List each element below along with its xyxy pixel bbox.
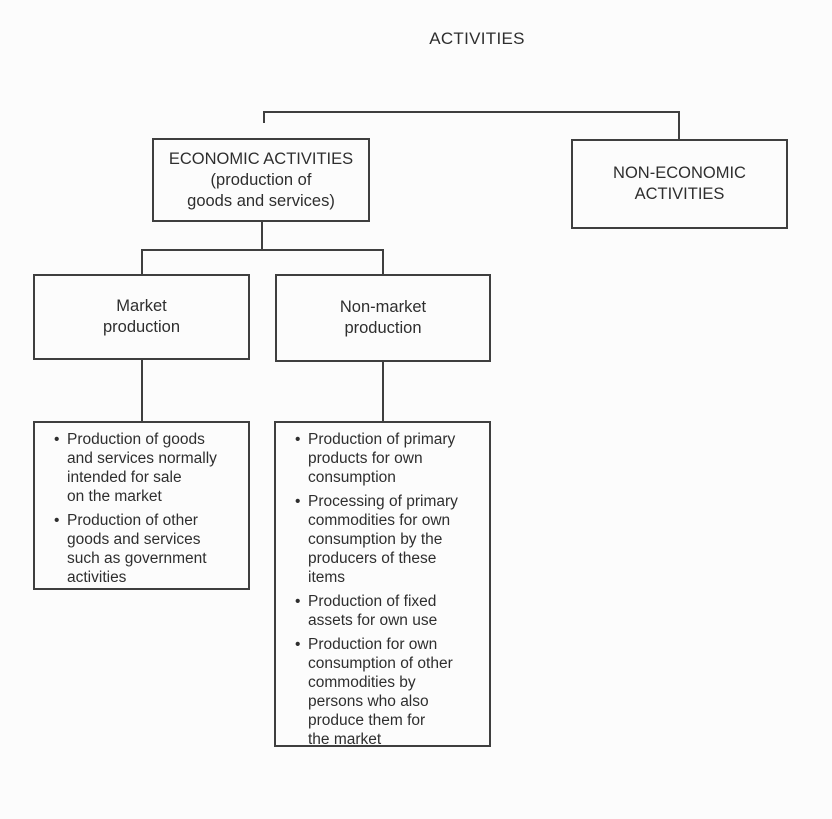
connector-market-stem xyxy=(141,358,143,423)
connector-mid-horizontal xyxy=(141,249,384,251)
connector-top-horizontal xyxy=(263,111,680,113)
connector-mid-left-vertical xyxy=(141,249,143,276)
non-market-production-box: Non-market production xyxy=(275,274,491,362)
bullet-icon: • xyxy=(54,431,60,448)
list-item: • Production of primary products for own… xyxy=(286,430,483,487)
non-market-production-label: Non-market production xyxy=(339,298,427,337)
non-economic-activities-box: NON-ECONOMIC ACTIVITIES xyxy=(571,139,788,229)
bullet-icon: • xyxy=(295,493,301,510)
list-item-text: Production of fixed assets for own use xyxy=(308,593,438,629)
market-production-details-list: • Production of goods and services norma… xyxy=(45,430,242,587)
bullet-icon: • xyxy=(295,431,301,448)
connector-mid-right-vertical xyxy=(382,249,384,276)
bullet-icon: • xyxy=(295,593,301,610)
bullet-icon: • xyxy=(54,512,60,529)
list-item-text: Production of goods and services normall… xyxy=(67,431,217,505)
diagram-title: ACTIVITIES xyxy=(429,29,525,48)
market-production-box: Market production xyxy=(33,274,250,360)
economic-activities-label: ECONOMIC ACTIVITIES (production of goods… xyxy=(168,149,354,210)
market-production-details-box: • Production of goods and services norma… xyxy=(33,421,250,590)
list-item-text: Production for own consumption of other … xyxy=(308,636,453,748)
connector-top-left-tick xyxy=(263,111,265,123)
list-item: • Processing of primary commodities for … xyxy=(286,492,483,587)
economic-activities-box: ECONOMIC ACTIVITIES (production of goods… xyxy=(152,138,370,222)
connector-non-market-stem xyxy=(382,360,384,423)
list-item-text: Processing of primary commodities for ow… xyxy=(308,493,458,586)
non-market-production-details-list: • Production of primary products for own… xyxy=(286,430,483,749)
list-item: • Production of goods and services norma… xyxy=(45,430,242,506)
bullet-icon: • xyxy=(295,636,301,653)
non-economic-activities-label: NON-ECONOMIC ACTIVITIES xyxy=(613,164,746,203)
connector-top-right-vertical xyxy=(678,111,680,140)
list-item: • Production for own consumption of othe… xyxy=(286,635,483,749)
list-item-text: Production of other goods and services s… xyxy=(67,512,207,586)
market-production-label: Market production xyxy=(102,297,181,336)
connector-economic-stem xyxy=(261,222,263,251)
list-item: • Production of other goods and services… xyxy=(45,511,242,587)
non-market-production-details-box: • Production of primary products for own… xyxy=(274,421,491,749)
list-item: • Production of fixed assets for own use xyxy=(286,592,483,630)
list-item-text: Production of primary products for own c… xyxy=(308,431,456,486)
